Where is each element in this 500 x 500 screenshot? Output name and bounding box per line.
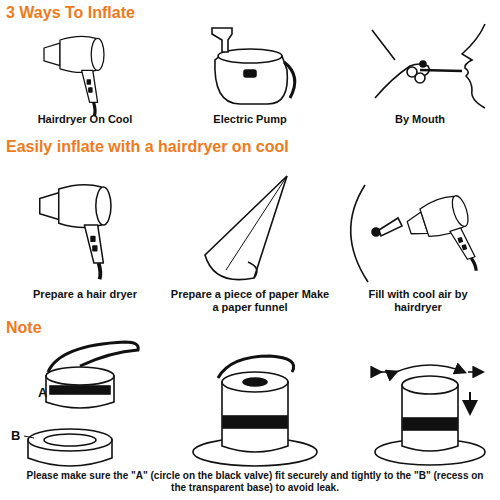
section-heading: Easily inflate with a hairdryer on cool: [6, 137, 289, 156]
mouth-inflate-icon: [372, 24, 485, 108]
electric-pump-icon: [212, 28, 295, 104]
part-letter: B: [11, 428, 20, 443]
section-heading: Note: [6, 318, 42, 337]
section-heading: 3 Ways To Inflate: [6, 3, 135, 22]
fill-air-icon: [351, 185, 486, 286]
valve-press-icon: [375, 365, 485, 465]
caption: By Mouth: [345, 113, 495, 126]
caption: Prepare a hair dryer: [10, 288, 160, 301]
caption: Electric Pump: [175, 113, 325, 126]
valve-open-icon: [24, 342, 138, 466]
caption: Hairdryer On Cool: [10, 113, 160, 126]
hairdryer-icon: [40, 185, 111, 280]
valve-closed-icon: [193, 356, 317, 466]
hairdryer-icon: [44, 36, 104, 116]
caption: Fill with cool air by hairdryer: [359, 288, 477, 314]
paper-funnel-icon: [205, 176, 287, 280]
part-letter: A: [38, 385, 47, 400]
caption: Prepare a piece of paper Make a paper fu…: [170, 288, 330, 314]
note-text: Please make sure the "A" (circle on the …: [22, 470, 488, 494]
